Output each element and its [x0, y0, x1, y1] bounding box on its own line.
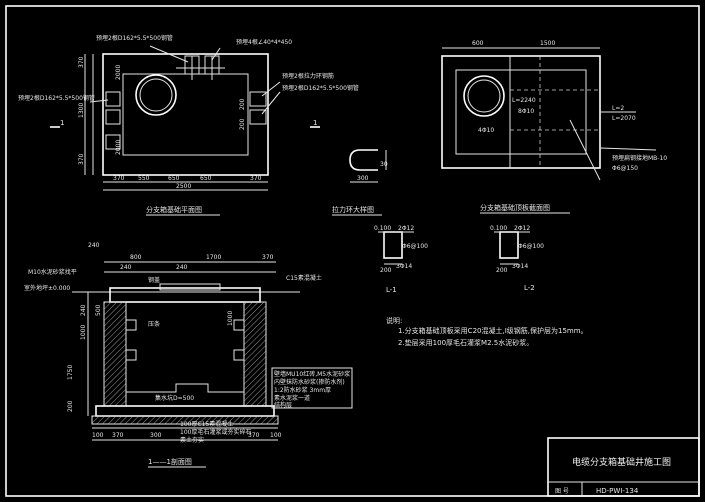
section-inner-3: 1000: [227, 311, 234, 326]
l1-w: 200: [380, 267, 392, 274]
plan-inner-4: 200: [239, 118, 246, 130]
plan-dim-l1: 370: [78, 56, 85, 68]
cover-label-3: 4Φ10: [478, 127, 494, 134]
l2-bot: 3Φ14: [512, 263, 528, 270]
plan-callout-right1: 预埋2根拉力环钢筋: [282, 72, 334, 80]
l2-w: 200: [496, 267, 508, 274]
bottom-note-1: 100厚C15素混凝土: [180, 420, 233, 428]
cover-label-2: 8Φ10: [518, 108, 534, 115]
plan-callout-top-left: 预埋2根D162*5.5*500钢管: [96, 34, 173, 42]
plan-section-mark-left: 1: [60, 119, 64, 127]
l1-bot: 3Φ14: [396, 263, 412, 270]
lintel-caption: 分支箱基础顶板截面图: [480, 203, 550, 212]
pull-ring-dim-1: 300: [357, 175, 369, 182]
section-note-2: 室外地坪±0.000: [24, 284, 70, 292]
plan-callout-top-mid: 预埋4根∠40*4*450: [236, 38, 292, 46]
cover-label-1: L=2240: [512, 97, 536, 104]
plan-inner-1: 2000: [115, 65, 122, 80]
section-caption: 1——1剖面图: [148, 457, 192, 466]
section-ldim-3: 1000: [80, 325, 87, 340]
drawing-no-label: 图 号: [555, 488, 569, 495]
notes-item-1: 1.分支箱基础顶板采用C20混凝土,I级钢筋,保护层为15mm。: [398, 326, 588, 335]
l1-top: 2Φ12: [398, 225, 414, 232]
plan-callout-left: 预埋2根D162*5.5*500钢管: [18, 94, 95, 102]
cover-dim-1: 600: [472, 40, 484, 47]
legend-3: 1:2防水砂浆 3mm厚: [274, 386, 331, 394]
section-sub-dim-2: 240: [176, 264, 188, 271]
notes-item-2: 2.垫层采用100厚毛石灌浆M2.5水泥砂浆。: [398, 338, 533, 347]
l1-label: L-1: [386, 286, 397, 294]
bottom-note-3: 素土夯实: [180, 436, 204, 444]
cover-dim-2: 1500: [540, 40, 555, 47]
section-ldim-1: 240: [80, 304, 87, 316]
plan-dim-b3: 650: [168, 175, 180, 182]
plan-dim-l2: 1300: [78, 103, 85, 118]
plan-callout-right2: 预埋2根D162*5.5*500钢管: [282, 84, 359, 92]
plan-caption: 分支箱基础平面图: [146, 205, 202, 214]
section-right-note: C15素混凝土: [286, 274, 322, 282]
section-bdim-3: 300: [150, 432, 162, 439]
section-ldim-5: 200: [67, 400, 74, 412]
pull-ring-dim-2: 30: [380, 161, 388, 168]
lintel-l2-section: [494, 231, 530, 265]
section-bdim-1: 100: [92, 432, 104, 439]
l1-h: 0.100: [374, 225, 391, 232]
cover-label-4: L=2: [612, 105, 624, 112]
section-ldim-2: 500: [95, 304, 102, 316]
plan-dim-b2: 550: [138, 175, 150, 182]
title-block: [547, 437, 700, 497]
plan-inner-3: 2000: [115, 140, 122, 155]
l2-top: 2Φ12: [514, 225, 530, 232]
bottom-note-2: 100厚毛石灌浆或夯实碎石: [180, 428, 251, 436]
cover-note-2: Φ6@150: [612, 165, 638, 172]
plan-dim-b4: 650: [200, 175, 212, 182]
title-text: 电缆分支箱基础井施工图: [572, 456, 671, 468]
lintel-l1-section: [378, 231, 414, 265]
section-sub-dim-1: 240: [120, 264, 132, 271]
legend-5: 结构层: [274, 401, 292, 409]
l2-label: L-2: [524, 284, 535, 292]
drawing-no: HD-PWI-134: [596, 487, 639, 495]
section-inner-1: 钢盖: [148, 276, 160, 284]
cover-label-5: L=2070: [612, 115, 636, 122]
drawing-frame: [5, 5, 700, 497]
section-top-dim-3: 370: [262, 254, 274, 261]
section-top-level: 240: [88, 242, 100, 249]
section-bdim-4: 370: [248, 432, 260, 439]
l2-mid: Φ6@100: [518, 243, 544, 250]
plan-dim-total: 2500: [176, 183, 191, 190]
section-ldim-4: 1750: [67, 365, 74, 380]
l1-mid: Φ6@100: [402, 243, 428, 250]
plan-dim-b5: 370: [250, 175, 262, 182]
section-1-1-view: [72, 261, 300, 441]
legend-4: 素水泥浆一道: [274, 394, 310, 402]
legend-2: 内壁抹防水砂浆(掺防水剂): [274, 378, 345, 386]
plan-section-mark-right: 1: [313, 119, 317, 127]
plan-dim-l3: 370: [78, 153, 85, 165]
cover-note: 预埋扁钢接地MB-10: [612, 154, 667, 162]
section-note-1: M10水泥砂浆找平: [28, 268, 77, 276]
plan-view: [50, 45, 320, 191]
section-legend-box: [271, 367, 353, 409]
section-bdim-5: 100: [270, 432, 282, 439]
cover-plan-view: [441, 47, 657, 181]
section-inner-2: 压条: [148, 320, 160, 328]
section-pipe-note: 集水坑D=500: [155, 394, 194, 402]
legend-1: 壁墙MU10红砖,M5水泥砂浆: [274, 370, 350, 378]
pull-ring-caption: 拉力环大样图: [332, 205, 374, 214]
section-top-dim-1: 800: [130, 254, 142, 261]
plan-dim-b1: 370: [113, 175, 125, 182]
pull-ring-detail: [349, 149, 387, 183]
section-top-dim-2: 1700: [206, 254, 221, 261]
notes-heading: 说明:: [386, 316, 402, 325]
plan-inner-2: 200: [239, 98, 246, 110]
section-bdim-2: 370: [112, 432, 124, 439]
l2-h: 0.100: [490, 225, 507, 232]
